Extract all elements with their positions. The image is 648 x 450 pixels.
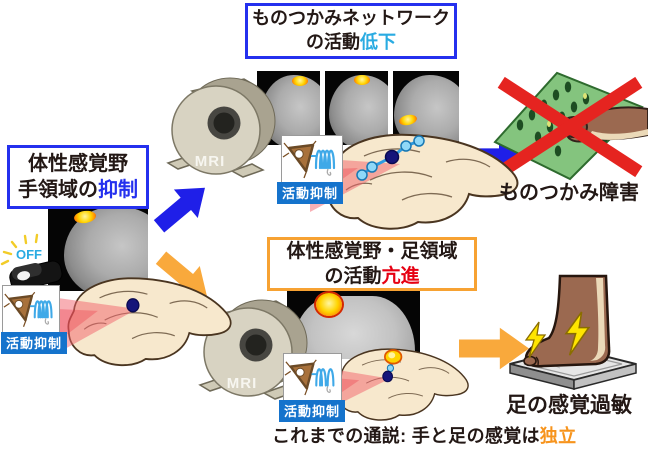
scan-tissue xyxy=(328,74,388,145)
network-node xyxy=(366,161,378,173)
grasp-impairment-illustration xyxy=(492,68,648,182)
grasp-network-line2: の活動 xyxy=(306,32,360,52)
suppression-beam xyxy=(56,297,138,354)
network-node xyxy=(400,140,412,152)
suppressed-node xyxy=(384,149,400,165)
arrow-up-right-blue-icon xyxy=(146,172,219,243)
hand-suppression-line2: 手領域の xyxy=(18,179,98,201)
activity-suppression-badge: 活動抑制 xyxy=(277,182,344,204)
foot-region-line1: 体性感覚野・足領域 xyxy=(286,240,458,262)
suppressed-node xyxy=(126,298,140,313)
callout-line: ものつかみネットワーク xyxy=(252,7,450,31)
foot-region-line2: の活動 xyxy=(324,266,382,287)
network-node xyxy=(413,135,425,147)
activity-suppression-badge: 活動抑制 xyxy=(1,332,68,354)
callout-line: の活動亢進 xyxy=(324,264,419,289)
off-switch-icon: OFF xyxy=(0,232,72,291)
arrow-right-orange-icon xyxy=(459,325,529,372)
hand-suppression-line1: 体性感覚野 xyxy=(28,152,128,175)
network-node xyxy=(386,364,395,373)
activation-spot xyxy=(316,293,343,317)
callout-foot-region: 体性感覚野・足領域 の活動亢進 xyxy=(267,237,477,291)
mri-scanner-icon: MRI xyxy=(164,74,276,182)
mri-label: MRI xyxy=(227,375,258,392)
caption-text: これまでの通説: 手と足の感覚は xyxy=(272,426,540,446)
brain-scan-image xyxy=(325,71,388,145)
network-node xyxy=(356,169,368,181)
activation-spot xyxy=(353,75,370,86)
neuron-receptor-icon xyxy=(281,135,343,183)
callout-line: の活動低下 xyxy=(306,31,396,55)
brain-illustration-hand-region xyxy=(50,272,238,370)
neuron-receptor-icon xyxy=(283,353,342,401)
callout-line: 手領域の抑制 xyxy=(18,177,138,203)
suppressed-node xyxy=(382,370,393,383)
monkey-leg xyxy=(524,274,611,368)
neuron-receptor-icon xyxy=(2,285,60,333)
grasp-network-highlight: 低下 xyxy=(360,32,396,52)
off-label: OFF xyxy=(16,247,42,262)
caption-highlight: 独立 xyxy=(539,426,577,446)
callout-grasp-network: ものつかみネットワーク の活動低下 xyxy=(245,3,457,59)
grasp-network-line1: ものつかみネットワーク xyxy=(252,8,450,29)
suppression-beam xyxy=(326,368,390,411)
red-cross-icon xyxy=(497,76,643,178)
foot-region-highlight: 亢進 xyxy=(381,266,420,287)
arrow-down-right-orange-icon xyxy=(148,242,221,313)
callout-hand-suppression: 体性感覚野 手領域の抑制 xyxy=(7,145,149,209)
hand-suppression-highlight: 抑制 xyxy=(98,179,138,201)
caption: これまでの通説: 手と足の感覚は独立 xyxy=(272,422,576,448)
callout-line: 体性感覚野 xyxy=(28,151,128,177)
lightning-icon xyxy=(524,321,547,359)
foot-hypersensitivity-illustration xyxy=(502,274,642,394)
foot-hypersensitivity-label: 足の感覚過敏 xyxy=(506,394,632,417)
mri-label: MRI xyxy=(195,153,226,170)
brain-scan-image xyxy=(48,203,148,291)
grasp-impairment-label: ものつかみ障害 xyxy=(499,182,639,204)
activity-suppression-badge: 活動抑制 xyxy=(279,400,346,422)
callout-line: 体性感覚野・足領域 xyxy=(286,239,457,264)
lightning-icon xyxy=(564,311,591,356)
big-toe xyxy=(523,355,537,367)
activation-spot xyxy=(291,76,308,87)
